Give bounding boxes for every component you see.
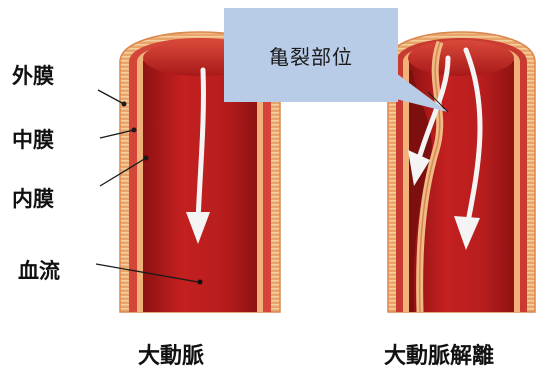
dissected-aorta: [388, 32, 535, 312]
caption-normal-aorta: 大動脈: [138, 338, 204, 370]
blood-marker: [198, 280, 203, 285]
callout-label: 亀裂部位: [269, 41, 353, 70]
label-middle-membrane: 中膜: [12, 124, 54, 154]
vessel-opening-dissected: [408, 40, 514, 76]
label-inner-membrane: 内膜: [12, 183, 54, 213]
label-blood-flow: 血流: [18, 255, 60, 285]
caption-aortic-dissection: 大動脈解離: [384, 338, 494, 370]
label-outer-membrane: 外膜: [12, 60, 54, 90]
crack-site-callout: 亀裂部位: [224, 8, 398, 102]
